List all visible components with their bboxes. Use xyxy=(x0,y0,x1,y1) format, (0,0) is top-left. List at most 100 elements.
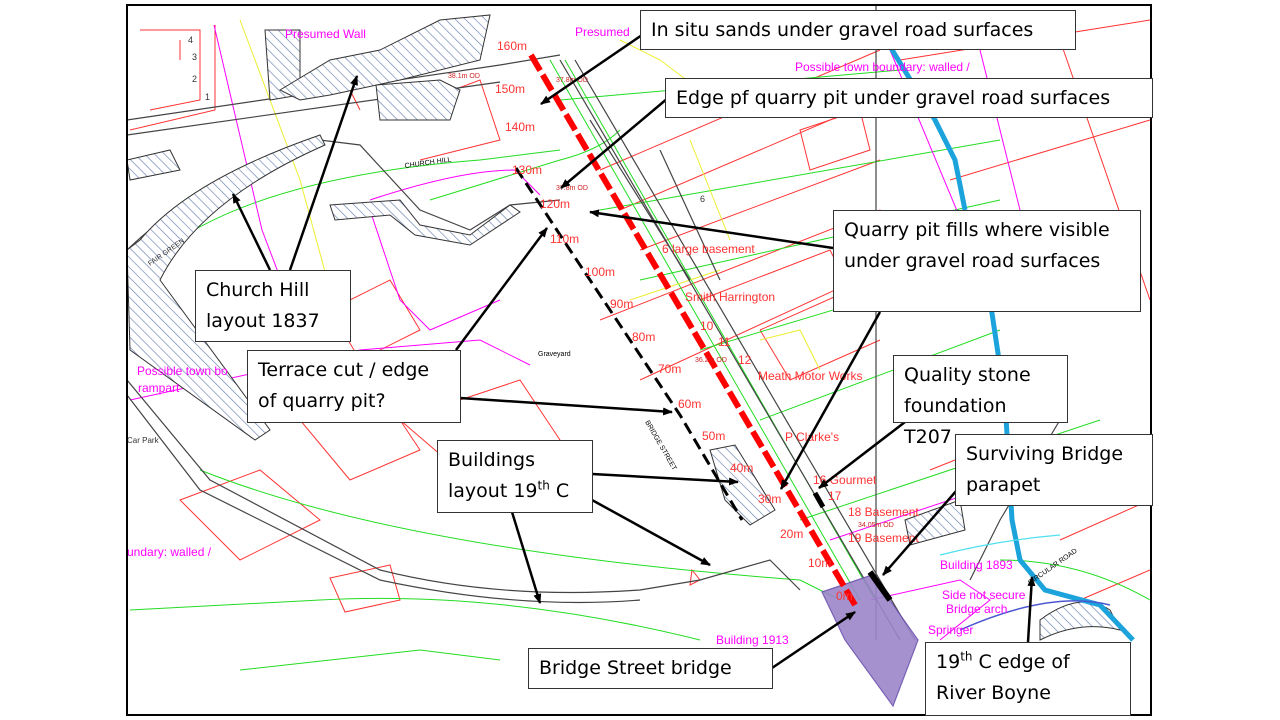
distance-marker: 30m xyxy=(758,492,781,506)
distance-markers: 160m 150m 140m 130m 120m 110m 100m 90m 8… xyxy=(495,39,853,603)
callout-superscript: th xyxy=(960,649,973,664)
map-label: Graveyard xyxy=(538,351,571,358)
distance-marker: 90m xyxy=(610,297,633,311)
callout-quality-stone: Quality stone foundation T207 xyxy=(893,355,1068,448)
arrow-buildings-2 xyxy=(591,498,711,567)
map-label: undary: walled / xyxy=(127,545,212,559)
map-label: 37.8m OD xyxy=(556,185,588,192)
distance-marker: 130m xyxy=(512,163,542,177)
callout-superscript: th xyxy=(537,478,550,493)
distance-marker: 80m xyxy=(632,330,655,344)
yellow-lines xyxy=(239,19,821,371)
map-label: Meath Motor Works xyxy=(758,369,862,383)
arrow-church-hill-2 xyxy=(231,193,272,271)
map-label: Side not secure xyxy=(942,588,1026,602)
map-label: 2 xyxy=(192,74,197,84)
map-label: BRIDGE STREET xyxy=(643,420,678,473)
arrow-in-situ xyxy=(540,33,643,106)
river-bank-line xyxy=(959,600,1111,631)
distance-marker: 140m xyxy=(505,120,535,134)
arrow-terrace-1 xyxy=(454,227,549,351)
callout-edge-quarry-pit: Edge pf quarry pit under gravel road sur… xyxy=(665,78,1153,118)
map-label: 38.1m OD xyxy=(448,73,480,80)
map-label: Springer xyxy=(928,623,973,637)
map-label: 18 Basement xyxy=(848,505,919,519)
callout-text: Buildings layout 19 xyxy=(448,449,538,502)
map-label: P Clarke's xyxy=(785,430,839,444)
contours xyxy=(129,59,1151,671)
callout-church-hill: Church Hill layout 1837 xyxy=(195,270,351,342)
callout-text: Edge pf quarry pit under gravel road sur… xyxy=(676,87,1111,109)
map-label: 16 Gourmet xyxy=(813,473,877,487)
callout-text: C xyxy=(549,480,570,502)
arrow-parapet xyxy=(882,489,958,576)
distance-marker: 120m xyxy=(540,197,570,211)
arrow-pit-fills-2 xyxy=(779,311,882,490)
map-label: Bridge arch xyxy=(946,602,1007,616)
arrow-pit-fills-1 xyxy=(589,209,834,250)
distance-marker: 50m xyxy=(702,429,725,443)
callout-bridge-street-bridge: Bridge Street bridge xyxy=(528,648,773,689)
arrow-edge-pit xyxy=(560,97,669,189)
distance-marker: 60m xyxy=(678,397,701,411)
distance-marker: 110m xyxy=(550,232,579,246)
map-label: 11 xyxy=(718,335,731,349)
bridge-parapet-bar xyxy=(867,570,893,602)
arrow-buildings-1 xyxy=(591,472,739,486)
distance-marker: 40m xyxy=(730,461,753,475)
arrow-terrace-2 xyxy=(459,396,673,416)
callout-buildings-layout: Buildings layout 19th C xyxy=(437,440,593,513)
callout-text: C edge of River Boyne xyxy=(936,651,1070,704)
map-label: 6 large basement xyxy=(662,242,755,256)
map-label: CIRCULAR ROAD xyxy=(1027,548,1078,587)
distance-marker: 100m xyxy=(585,265,615,279)
callout-text: Church Hill layout 1837 xyxy=(206,279,320,332)
arrow-buildings-3 xyxy=(510,511,542,604)
callout-text: Quality stone foundation T207 xyxy=(904,364,1031,448)
callout-in-situ-sands: In situ sands under gravel road surfaces xyxy=(640,10,1076,50)
arrow-church-hill-1 xyxy=(288,75,359,271)
callout-text: Surviving Bridge parapet xyxy=(966,443,1124,496)
map-label: 3 xyxy=(192,52,197,62)
distance-marker: 150m xyxy=(495,82,525,96)
map-label: 12 xyxy=(738,353,752,367)
distance-marker: 20m xyxy=(780,527,803,541)
callout-river-boyne: 19th C edge of River Boyne xyxy=(925,642,1131,716)
distance-marker: 160m xyxy=(497,39,527,53)
map-label: 19 Basement xyxy=(848,531,919,545)
map-label: rampart xyxy=(138,381,180,395)
map-label: Presumed Wall xyxy=(285,27,366,41)
distance-marker: 10m xyxy=(808,556,831,570)
map-label: 37.8m OD xyxy=(556,77,588,84)
arrow-bridge-street xyxy=(771,610,856,670)
map-label: 10 xyxy=(700,319,714,333)
callout-text: 19 xyxy=(936,651,961,673)
callout-arrows xyxy=(231,33,1036,670)
callout-text: In situ sands under gravel road surfaces xyxy=(651,19,1034,41)
callout-bridge-parapet: Surviving Bridge parapet xyxy=(955,434,1153,506)
callout-text: Terrace cut / edge of quarry pit? xyxy=(258,359,430,412)
callout-quarry-pit-fills: Quarry pit fills where visible under gra… xyxy=(833,210,1141,312)
map-label: 1 xyxy=(205,92,210,102)
callout-text: Quarry pit fills where visible under gra… xyxy=(844,219,1110,272)
map-labels: Presumed Wall Presumed Possible town bou… xyxy=(127,25,1079,647)
map-label: Presumed xyxy=(575,25,630,39)
bridge-street-bridge-area xyxy=(821,574,919,708)
map-label: CHURCH HILL xyxy=(404,156,452,169)
distance-marker: 70m xyxy=(658,362,681,376)
map-label: Possible town boundary: walled / xyxy=(795,60,970,74)
callout-terrace-cut: Terrace cut / edge of quarry pit? xyxy=(247,350,461,423)
arrow-river xyxy=(1026,576,1036,643)
map-label: Car Park xyxy=(127,436,160,445)
map-label: 6 xyxy=(700,194,705,204)
distance-marker: 0m xyxy=(836,589,853,603)
red-dashed-route xyxy=(528,53,858,607)
hatched-buildings xyxy=(127,14,1121,641)
watercourse-line xyxy=(939,534,1061,556)
map-label: 34.05m OD xyxy=(858,522,894,529)
arrow-quality-stone xyxy=(818,421,906,489)
map-label: 4 xyxy=(188,35,193,45)
map-label: Possible town bo xyxy=(137,364,228,378)
map-label: 17 xyxy=(828,489,842,503)
